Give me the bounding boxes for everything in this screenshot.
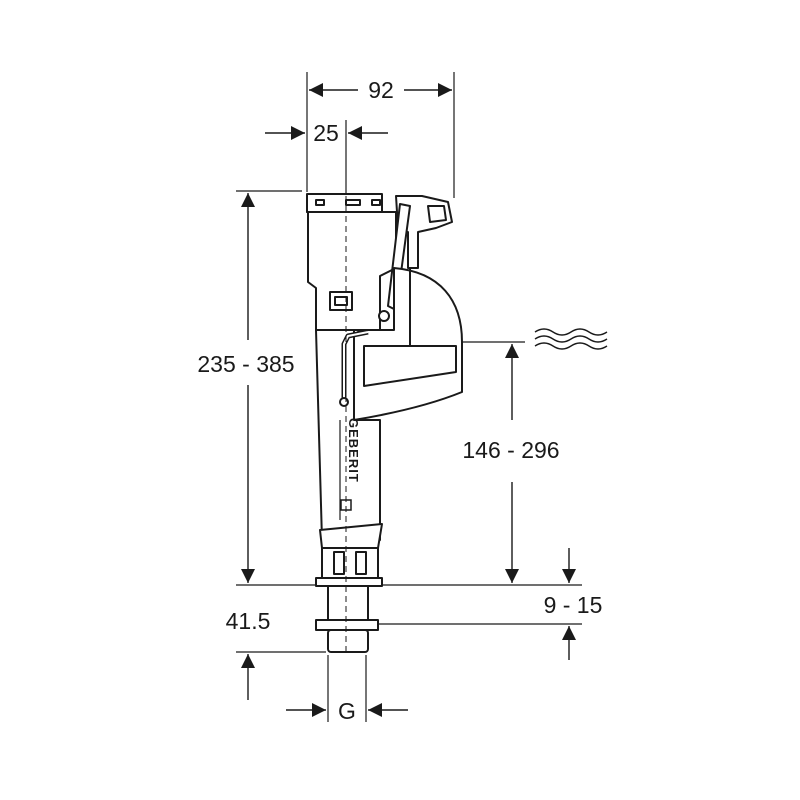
base-slot-right xyxy=(355,551,367,575)
dim-thread-length: 41.5 xyxy=(226,608,271,634)
base-flange xyxy=(315,577,383,587)
dim-width-total: 92 xyxy=(368,77,394,103)
refill-tube-end xyxy=(339,397,349,407)
cap-slot-center xyxy=(345,199,361,206)
base-block xyxy=(321,547,379,579)
float-cup-inner xyxy=(363,345,457,387)
base-slot-left xyxy=(333,551,345,575)
water-level-wave-icon xyxy=(534,328,608,350)
cap-slot-left xyxy=(315,199,325,206)
lock-nut xyxy=(315,619,379,631)
dim-height-overall: 235 - 385 xyxy=(197,351,294,377)
head-window-inner xyxy=(334,296,348,306)
dim-connection: G xyxy=(338,698,356,724)
thread-shank xyxy=(327,585,369,623)
dim-water-level: 146 - 296 xyxy=(462,437,559,463)
lever-tip xyxy=(427,205,447,223)
brand-logo-icon xyxy=(340,499,352,511)
valve-body xyxy=(306,193,463,653)
dimension-arrows xyxy=(241,83,576,717)
cap-slot-right xyxy=(371,199,381,206)
dim-adjust-range: 9 - 15 xyxy=(544,592,603,618)
dim-offset-center: 25 xyxy=(313,120,339,146)
shank-tail xyxy=(327,629,369,653)
lever-pivot xyxy=(378,310,390,322)
brand-label: GEBERIT xyxy=(346,418,361,483)
